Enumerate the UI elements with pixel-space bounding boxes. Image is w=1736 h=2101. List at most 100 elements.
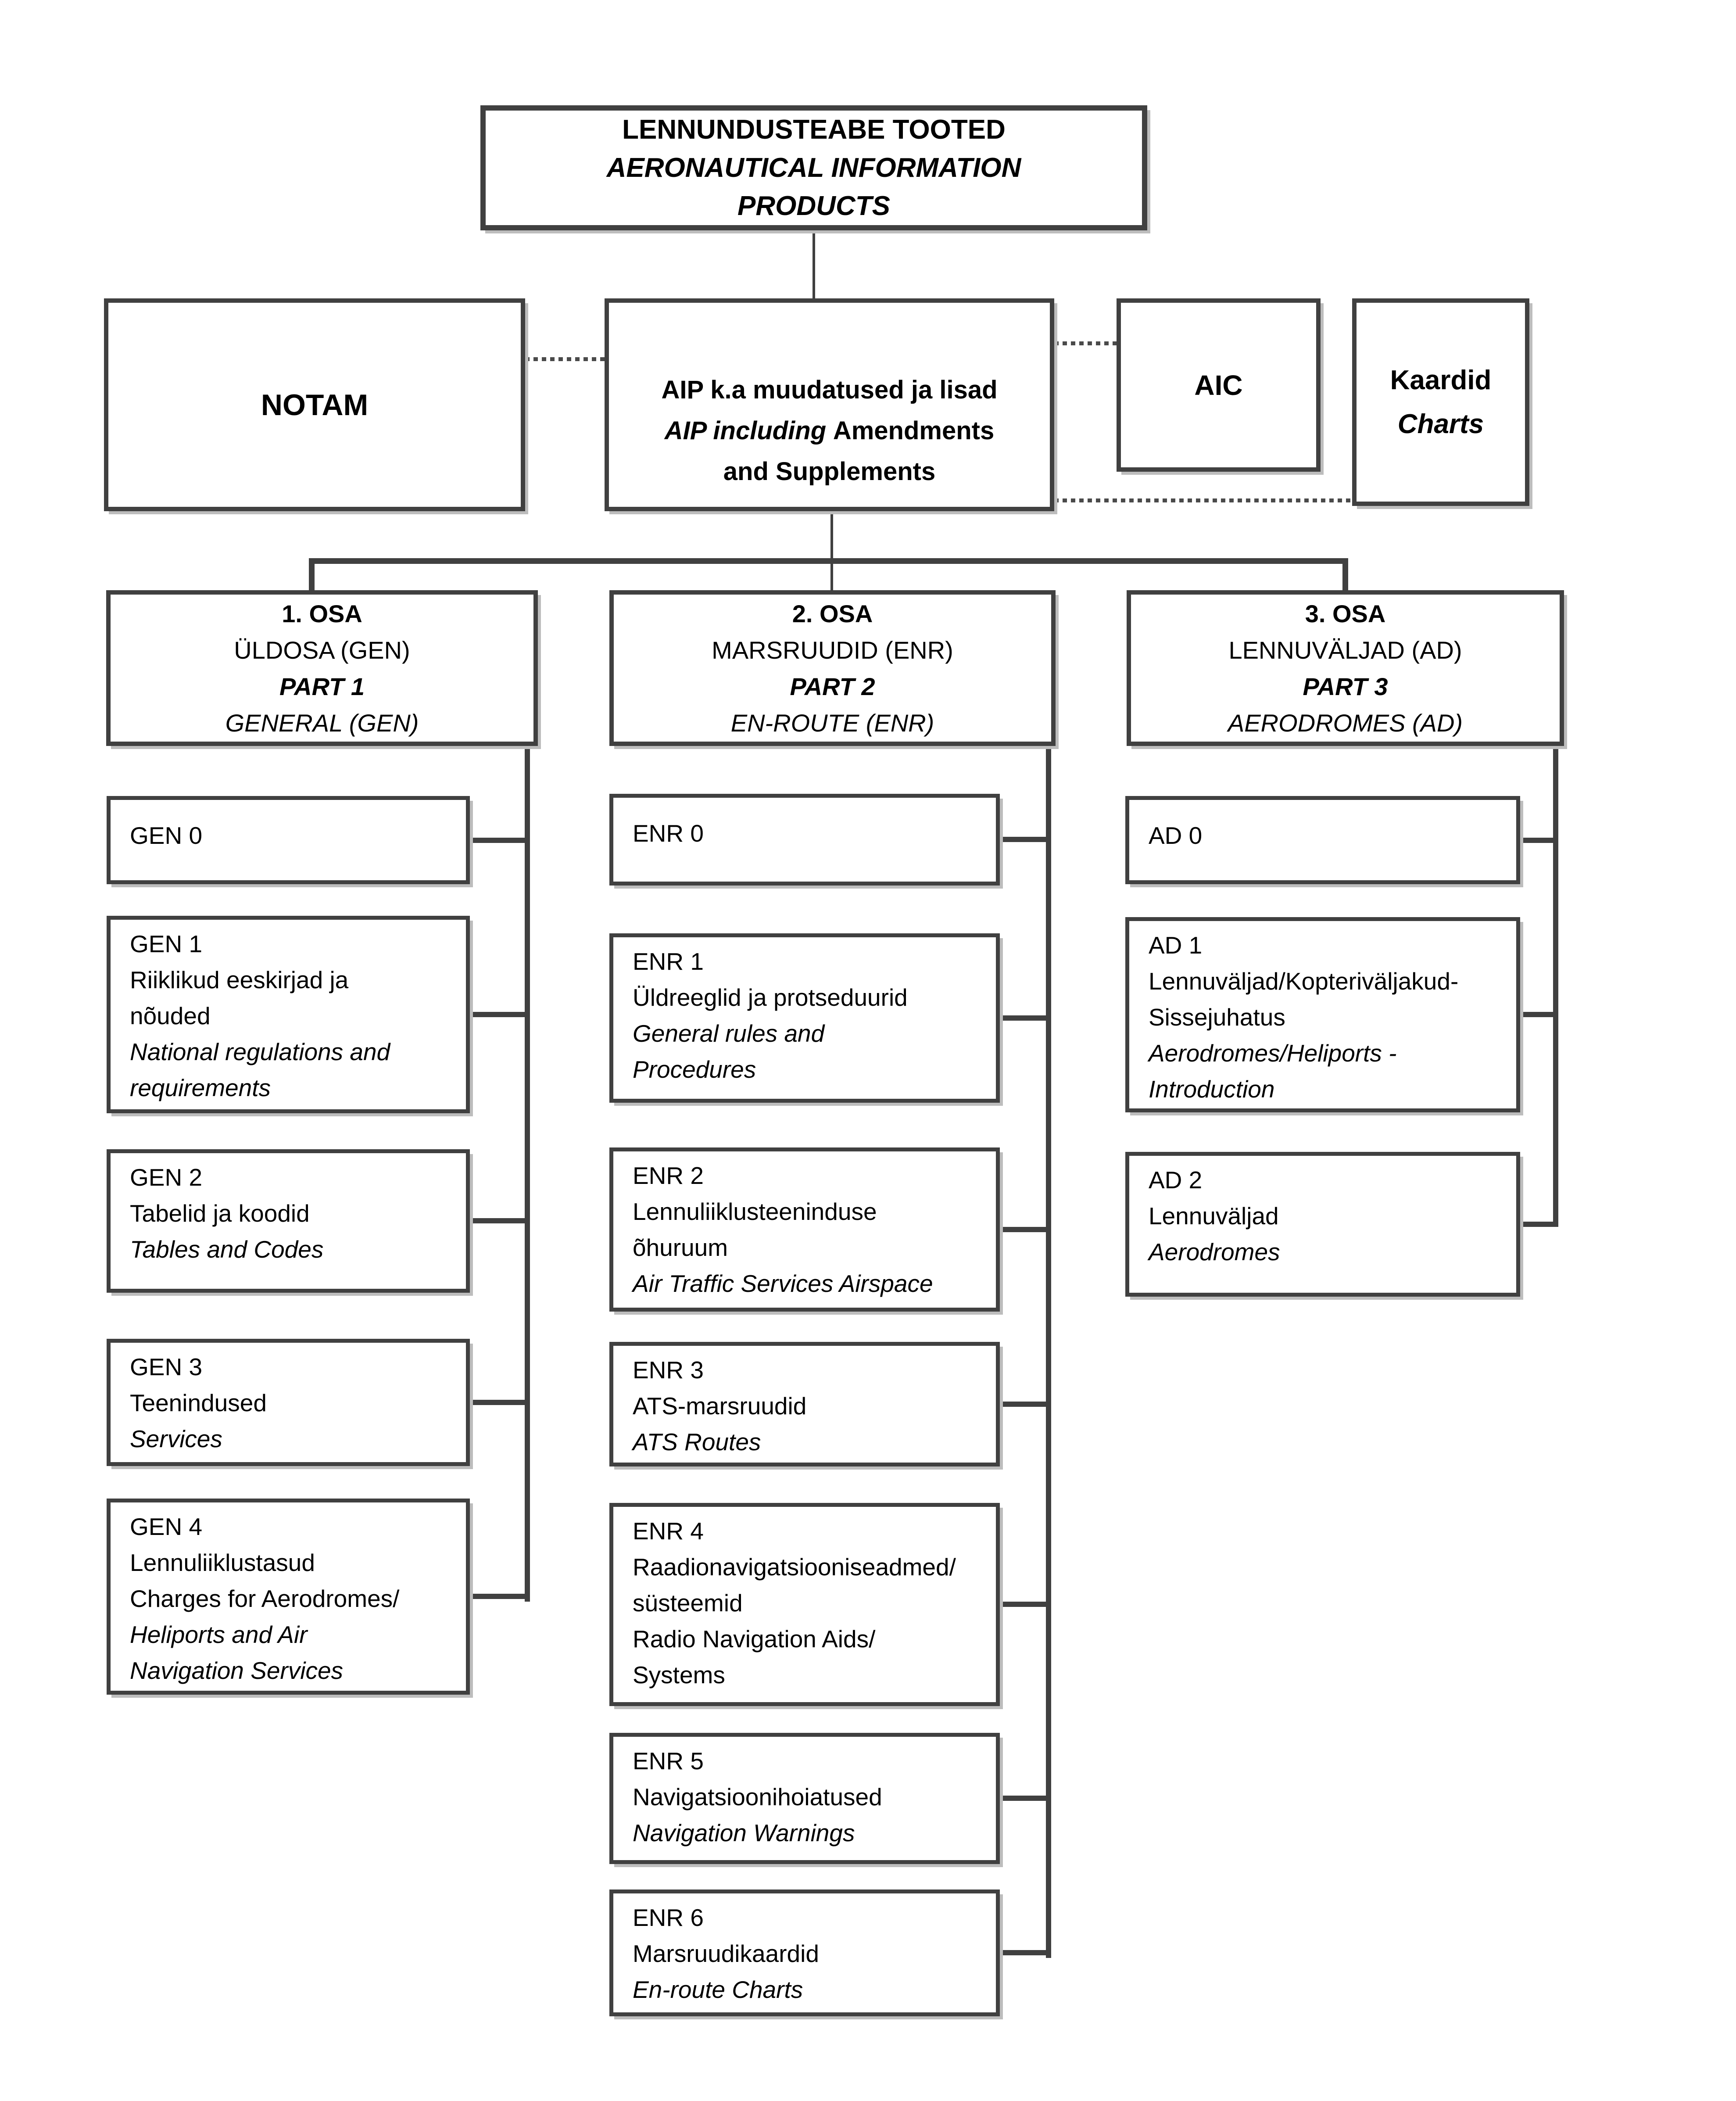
part2-et: MARSRUUDID (ENR): [712, 636, 953, 664]
enr2-box: ENR 2 Lennuliiklusteeninduse õhuruum Air…: [609, 1147, 1000, 1312]
ad1-en-line2: Introduction: [1149, 1076, 1275, 1103]
enr3-box: ENR 3 ATS-marsruudid ATS Routes: [609, 1342, 1000, 1466]
enr0-box: ENR 0: [609, 794, 1000, 886]
enr5-et-line1: Navigatsioonihoiatused: [633, 1783, 882, 1811]
stub-enr6: [999, 1950, 1051, 1955]
part3-box: 3. OSA LENNUVÄLJAD (AD) PART 3 AERODROME…: [1127, 590, 1564, 746]
root-title-et: LENNUNDUSTEABE TOOTED: [622, 115, 1006, 145]
enr6-box: ENR 6 Marsruudikaardid En-route Charts: [609, 1889, 1000, 2016]
enr4-et-line1: Raadionavigatsiooniseadmed/: [633, 1553, 956, 1581]
drop-to-part2: [830, 563, 833, 591]
part1-box: 1. OSA ÜLDOSA (GEN) PART 1 GENERAL (GEN): [106, 590, 538, 746]
gen3-en-line1: Services: [130, 1425, 222, 1452]
ad2-code: AD 2: [1149, 1166, 1203, 1194]
stub-ad1: [1517, 1012, 1558, 1017]
gen1-code: GEN 1: [130, 930, 203, 957]
enr2-code: ENR 2: [633, 1162, 704, 1189]
dashed-connector-notam-aip: [525, 357, 605, 361]
part2-en: EN-ROUTE (ENR): [730, 709, 934, 737]
enr5-en-line1: Navigation Warnings: [633, 1819, 855, 1846]
gen2-box: GEN 2 Tabelid ja koodid Tables and Codes: [107, 1149, 470, 1293]
stub-ad0: [1517, 838, 1558, 843]
part1-et: ÜLDOSA (GEN): [234, 636, 410, 664]
enr3-code: ENR 3: [633, 1356, 704, 1384]
part1-en: GENERAL (GEN): [225, 709, 419, 737]
enr2-et-line2: õhuruum: [633, 1234, 728, 1261]
enr0-code: ENR 0: [633, 820, 704, 847]
enr2-et-line1: Lennuliiklusteeninduse: [633, 1198, 877, 1225]
charts-label-en: Charts: [1397, 409, 1484, 439]
aip-title-et: AIP k.a muudatused ja lisad: [661, 376, 998, 404]
enr1-code: ENR 1: [633, 948, 704, 975]
connector-root-to-aip: [813, 229, 815, 300]
gen1-et-line1: Riiklikud eeskirjad ja: [130, 966, 349, 993]
stub-gen3: [469, 1400, 530, 1405]
gen1-en-line2: requirements: [130, 1074, 271, 1101]
enr3-en-line1: ATS Routes: [633, 1428, 761, 1456]
dashed-connector-aip-charts: [1054, 498, 1353, 502]
aip-title-en-rest: Amendments: [833, 416, 995, 445]
stub-ad2: [1517, 1222, 1558, 1227]
stub-gen4: [469, 1594, 530, 1599]
ad0-box: AD 0: [1125, 796, 1520, 884]
connector-aip-to-bus: [830, 510, 833, 559]
gen4-et-line1: Lennuliiklustasud: [130, 1549, 315, 1576]
enr1-box: ENR 1 Üldreeglid ja protseduurid General…: [609, 933, 1000, 1103]
enr6-en-line1: En-route Charts: [633, 1976, 803, 2003]
enr6-code: ENR 6: [633, 1904, 704, 1931]
aip-title-en-line2: and Supplements: [723, 457, 936, 486]
enr4-en-line2: Systems: [633, 1661, 725, 1689]
part2-part: PART 2: [790, 672, 875, 700]
enr3-et-line1: ATS-marsruudid: [633, 1392, 807, 1420]
enr1-en-line1: General rules and: [633, 1020, 825, 1047]
gen4-code: GEN 4: [130, 1513, 203, 1540]
part3-en: AERODROMES (AD): [1228, 709, 1463, 737]
enr2-en-line1: Air Traffic Services Airspace: [633, 1270, 933, 1297]
gen0-box: GEN 0: [107, 796, 470, 884]
stub-gen0: [469, 838, 530, 843]
part2-osa: 2. OSA: [792, 599, 873, 627]
ad0-code: AD 0: [1149, 822, 1203, 849]
stub-enr2: [999, 1227, 1051, 1232]
enr5-code: ENR 5: [633, 1747, 704, 1775]
enr1-et-line1: Üldreeglid ja protseduurid: [633, 984, 908, 1011]
aip-box: AIP k.a muudatused ja lisad AIP includin…: [605, 298, 1054, 511]
gen1-box: GEN 1 Riiklikud eeskirjad ja nõuded Nati…: [107, 916, 470, 1113]
gen3-code: GEN 3: [130, 1353, 203, 1380]
aip-title-en-italic: AIP including: [664, 416, 827, 445]
gen4-en-line2: Navigation Services: [130, 1657, 344, 1684]
notam-box: NOTAM: [104, 298, 525, 511]
stub-gen2: [469, 1218, 530, 1223]
gen1-en-line1: National regulations and: [130, 1038, 390, 1065]
part1-osa: 1. OSA: [282, 599, 362, 627]
spine-enr: [1046, 745, 1051, 1958]
enr5-box: ENR 5 Navigatsioonihoiatused Navigation …: [609, 1733, 1000, 1864]
spine-gen: [525, 745, 530, 1602]
gen4-et-line2: Charges for Aerodromes/: [130, 1585, 400, 1612]
ad1-en-line1: Aerodromes/Heliports -: [1149, 1040, 1397, 1067]
aic-box: AIC: [1117, 298, 1321, 472]
gen1-et-line2: nõuded: [130, 1002, 211, 1029]
enr4-code: ENR 4: [633, 1517, 704, 1545]
ad2-box: AD 2 Lennuväljad Aerodromes: [1125, 1152, 1520, 1297]
part2-box: 2. OSA MARSRUUDID (ENR) PART 2 EN-ROUTE …: [609, 590, 1056, 746]
stub-enr3: [999, 1402, 1051, 1407]
part1-part: PART 1: [279, 672, 365, 700]
aic-label: AIC: [1194, 369, 1243, 401]
gen4-en-line1: Heliports and Air: [130, 1621, 308, 1648]
charts-box: Kaardid Charts: [1352, 298, 1529, 506]
drop-to-part3: [1342, 558, 1348, 591]
stub-gen1: [469, 1012, 530, 1017]
stub-enr4: [999, 1602, 1051, 1607]
gen2-et-line1: Tabelid ja koodid: [130, 1200, 310, 1227]
enr6-et-line1: Marsruudikaardid: [633, 1940, 819, 1967]
gen0-code: GEN 0: [130, 822, 203, 849]
enr4-en-line1: Radio Navigation Aids/: [633, 1625, 876, 1653]
gen3-box: GEN 3 Teenindused Services: [107, 1339, 470, 1466]
root-title-en-line1: AERONAUTICAL INFORMATION: [606, 153, 1021, 183]
gen2-en-line1: Tables and Codes: [130, 1236, 324, 1263]
gen3-et-line1: Teenindused: [130, 1389, 267, 1416]
ad2-et-line1: Lennuväljad: [1149, 1202, 1279, 1230]
stub-enr5: [999, 1796, 1051, 1801]
